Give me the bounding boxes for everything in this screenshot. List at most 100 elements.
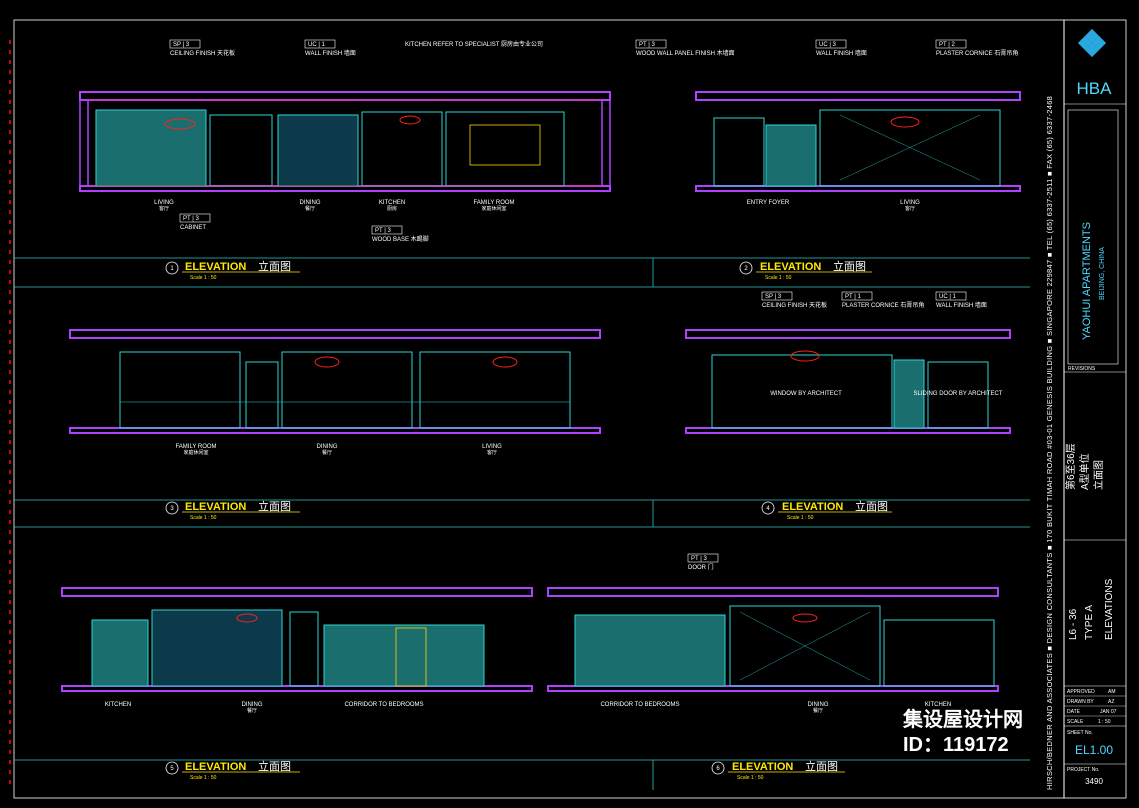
svg-text:UC | 3: UC | 3 — [819, 42, 837, 48]
elevation-scale: Scale 1 : 50 — [787, 515, 814, 521]
room-label-cn: 客厅 — [487, 449, 497, 456]
date-value: JAN 07 — [1100, 709, 1117, 715]
elevation-number: 4 — [766, 506, 770, 512]
elevation-2 — [695, 91, 1021, 192]
level-text: L6 - 36 — [1068, 608, 1079, 640]
elevation-number: 1 — [170, 266, 174, 272]
elevation-scale: Scale 1 : 50 — [737, 775, 764, 781]
elevation-6 — [547, 587, 999, 692]
room-label: FAMILY ROOM — [175, 444, 216, 450]
elevation-title-cn: 立面图 — [833, 259, 866, 273]
elevation-5 — [61, 587, 533, 692]
material-tag: PT | 3 WOOD BASE 木踢脚 — [371, 225, 429, 243]
watermark-site: 集设屋设计网 — [902, 707, 1023, 731]
room-label: DINING — [242, 702, 263, 708]
elevation-title-cn: 立面图 — [855, 499, 888, 513]
room-label-cn: 餐厅 — [247, 707, 257, 714]
material-tag: PT | 3 DOOR 门 — [687, 553, 719, 571]
project-no: 3490 — [1085, 777, 1103, 786]
room-label: DINING — [808, 702, 829, 708]
drawn-label: DRAWN BY — [1067, 699, 1094, 705]
material-tag: PT | 1 PLASTER CORNICE 石膏吊角 — [841, 291, 924, 309]
room-label-cn: 家庭休闲室 — [481, 205, 506, 212]
elevation-scale: Scale 1 : 50 — [190, 775, 217, 781]
svg-text:PT | 2: PT | 2 — [939, 42, 955, 48]
elevation-title-1: 1 ELEVATION 立面图 Scale 1 : 50 — [165, 259, 300, 281]
material-tag: PT | 3 WOOD WALL PANEL FINISH 木墙面 — [635, 39, 735, 57]
svg-text:PT | 3: PT | 3 — [691, 556, 707, 562]
svg-text:SP | 3: SP | 3 — [765, 294, 782, 300]
room-label: CORRIDOR TO BEDROOMS — [344, 702, 423, 708]
material-tag: PT | 2 PLASTER CORNICE 石膏吊角 — [935, 39, 1018, 57]
elevation-title: ELEVATION — [732, 761, 793, 773]
material-tag: UC | 1 WALL FINISH 墙面 — [304, 39, 356, 57]
svg-text:WOOD BASE 木踢脚: WOOD BASE 木踢脚 — [372, 235, 429, 243]
elevation-scale: Scale 1 : 50 — [765, 275, 792, 281]
scale-label: SCALE — [1067, 719, 1084, 725]
sheet-title-cn: 第6至36层 — [1064, 443, 1077, 490]
elevation-title-5: 5 ELEVATION 立面图 Scale 1 : 50 — [165, 759, 300, 781]
room-label-cn: 客厅 — [905, 205, 915, 212]
room-label: FAMILY ROOM — [473, 200, 514, 206]
watermark-id: ID：119172 — [903, 734, 1009, 756]
room-label: KITCHEN — [105, 702, 131, 708]
revisions-label: REVISIONS — [1068, 366, 1096, 372]
svg-text:WALL FINISH 墙面: WALL FINISH 墙面 — [305, 49, 356, 57]
svg-text:DOOR 门: DOOR 门 — [688, 563, 714, 571]
logo-text: HBA — [1077, 79, 1113, 98]
elevation-title-3: 3 ELEVATION 立面图 Scale 1 : 50 — [165, 499, 300, 521]
svg-text:PLASTER CORNICE 石膏吊角: PLASTER CORNICE 石膏吊角 — [936, 49, 1018, 57]
svg-text:UC | 1: UC | 1 — [939, 294, 957, 300]
material-tag: UC | 1 WALL FINISH 墙面 — [935, 291, 987, 309]
elevation-title-4: 4 ELEVATION 立面图 Scale 1 : 50 — [761, 499, 892, 521]
room-label: WINDOW BY ARCHITECT — [770, 391, 842, 397]
elevation-scale: Scale 1 : 50 — [190, 515, 217, 521]
svg-text:PT | 3: PT | 3 — [375, 228, 391, 234]
room-label: SLIDING DOOR BY ARCHITECT — [914, 391, 1003, 397]
elevation-title: ELEVATION — [185, 501, 246, 513]
room-label-cn: 厨房 — [387, 205, 397, 212]
elevation-title-6: 6 ELEVATION 立面图 Scale 1 : 50 — [711, 759, 845, 781]
svg-text:CEILING FINISH 天花板: CEILING FINISH 天花板 — [762, 301, 827, 309]
elevation-number: 2 — [744, 266, 748, 272]
hba-logo-icon — [1077, 28, 1107, 58]
sheet-title-cn: 立面图 — [1092, 460, 1105, 490]
elevation-1 — [79, 91, 611, 192]
svg-text:WOOD WALL PANEL FINISH 木墙面: WOOD WALL PANEL FINISH 木墙面 — [636, 49, 735, 57]
svg-text:PT | 1: PT | 1 — [845, 294, 861, 300]
firm-credit-line: HIRSCH/BEDNER AND ASSOCIATES ■ DESIGN CO… — [1045, 96, 1054, 790]
approved-value: AM — [1108, 689, 1116, 695]
room-label: LIVING — [900, 200, 920, 206]
elevation-title: ELEVATION — [185, 761, 246, 773]
svg-text:PT | 3: PT | 3 — [639, 42, 655, 48]
room-label: KITCHEN — [925, 702, 951, 708]
elevation-number: 3 — [170, 506, 174, 512]
scale-value: 1 : 50 — [1098, 719, 1111, 725]
room-label: DINING — [300, 200, 321, 206]
svg-text:UC | 1: UC | 1 — [308, 42, 326, 48]
elevation-4 — [685, 329, 1011, 434]
project-location: BEIJING, CHINA — [1099, 247, 1106, 300]
titleblock-frame — [1063, 19, 1127, 799]
project-name: YAOHUI APARTMENTS — [1081, 222, 1093, 340]
elevation-3 — [69, 329, 601, 434]
elevation-title: ELEVATION — [760, 261, 821, 273]
room-label-cn: 客厅 — [159, 205, 169, 212]
elevation-title-cn: 立面图 — [805, 759, 838, 773]
elevation-title-cn: 立面图 — [258, 499, 291, 513]
room-label: CORRIDOR TO BEDROOMS — [600, 702, 679, 708]
elevation-title-cn: 立面图 — [258, 759, 291, 773]
material-tag: SP | 3 CEILING FINISH 天花板 — [761, 291, 827, 309]
room-label: DINING — [317, 444, 338, 450]
date-label: DATE — [1067, 709, 1081, 715]
room-label-cn: 家庭休闲室 — [183, 449, 208, 456]
drawn-value: AZ — [1108, 699, 1114, 705]
room-label-cn: 餐厅 — [813, 707, 823, 714]
svg-text:WALL FINISH 墙面: WALL FINISH 墙面 — [936, 301, 987, 309]
approved-label: APPROVED — [1067, 689, 1095, 695]
elevation-title: ELEVATION — [782, 501, 843, 513]
material-tag: SP | 3 CEILING FINISH 天花板 — [169, 39, 235, 57]
material-tag: PT | 3 CABINET — [179, 213, 211, 231]
